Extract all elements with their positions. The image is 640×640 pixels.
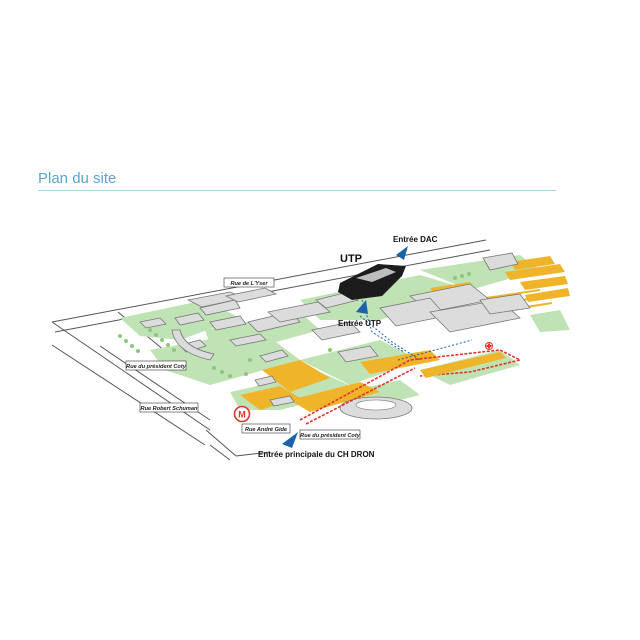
entree-dac-marker	[396, 246, 408, 260]
entree-dac-label: Entrée DAC	[393, 235, 438, 244]
title-divider	[38, 190, 556, 191]
entree-principale-marker	[282, 432, 298, 448]
curved-building	[171, 329, 215, 361]
metro-icon: M	[233, 405, 251, 423]
svg-text:Rue du président Coty: Rue du président Coty	[126, 364, 187, 370]
svg-text:Rue André Gide: Rue André Gide	[245, 427, 287, 433]
utp-roof-highlight	[356, 268, 396, 282]
round-building-court	[355, 399, 397, 411]
hospital-cross-icon	[485, 342, 493, 350]
street-label-rue-yser: Rue de L'Yser	[223, 277, 275, 288]
svg-text:Rue du président Coty: Rue du président Coty	[300, 433, 361, 439]
utp-label: UTP	[340, 253, 362, 265]
entree-principale-label: Entrée principale du CH DRON	[258, 450, 375, 459]
street-label-rue-robert-schuman: Rue Robert Schuman	[139, 402, 199, 413]
trees	[118, 272, 471, 378]
metro-symbol-text: M	[238, 410, 246, 420]
street-label-rue-andre-gide: Rue André Gide	[241, 423, 291, 434]
svg-text:Rue Robert Schuman: Rue Robert Schuman	[141, 406, 198, 412]
buildings	[139, 252, 531, 407]
street-label-rue-president-coty-left: Rue du président Coty	[125, 360, 187, 371]
page-title: Plan du site	[38, 170, 117, 187]
entree-utp-marker	[356, 300, 368, 314]
pedestrian-paths	[359, 299, 473, 361]
entree-utp-label: Entrée UTP	[338, 319, 382, 328]
street-label-rue-president-coty-bottom: Rue du président Coty	[299, 429, 361, 440]
access-roads	[420, 352, 506, 378]
svg-text:Rue de L'Yser: Rue de L'Yser	[230, 281, 268, 287]
red-route	[299, 349, 523, 425]
